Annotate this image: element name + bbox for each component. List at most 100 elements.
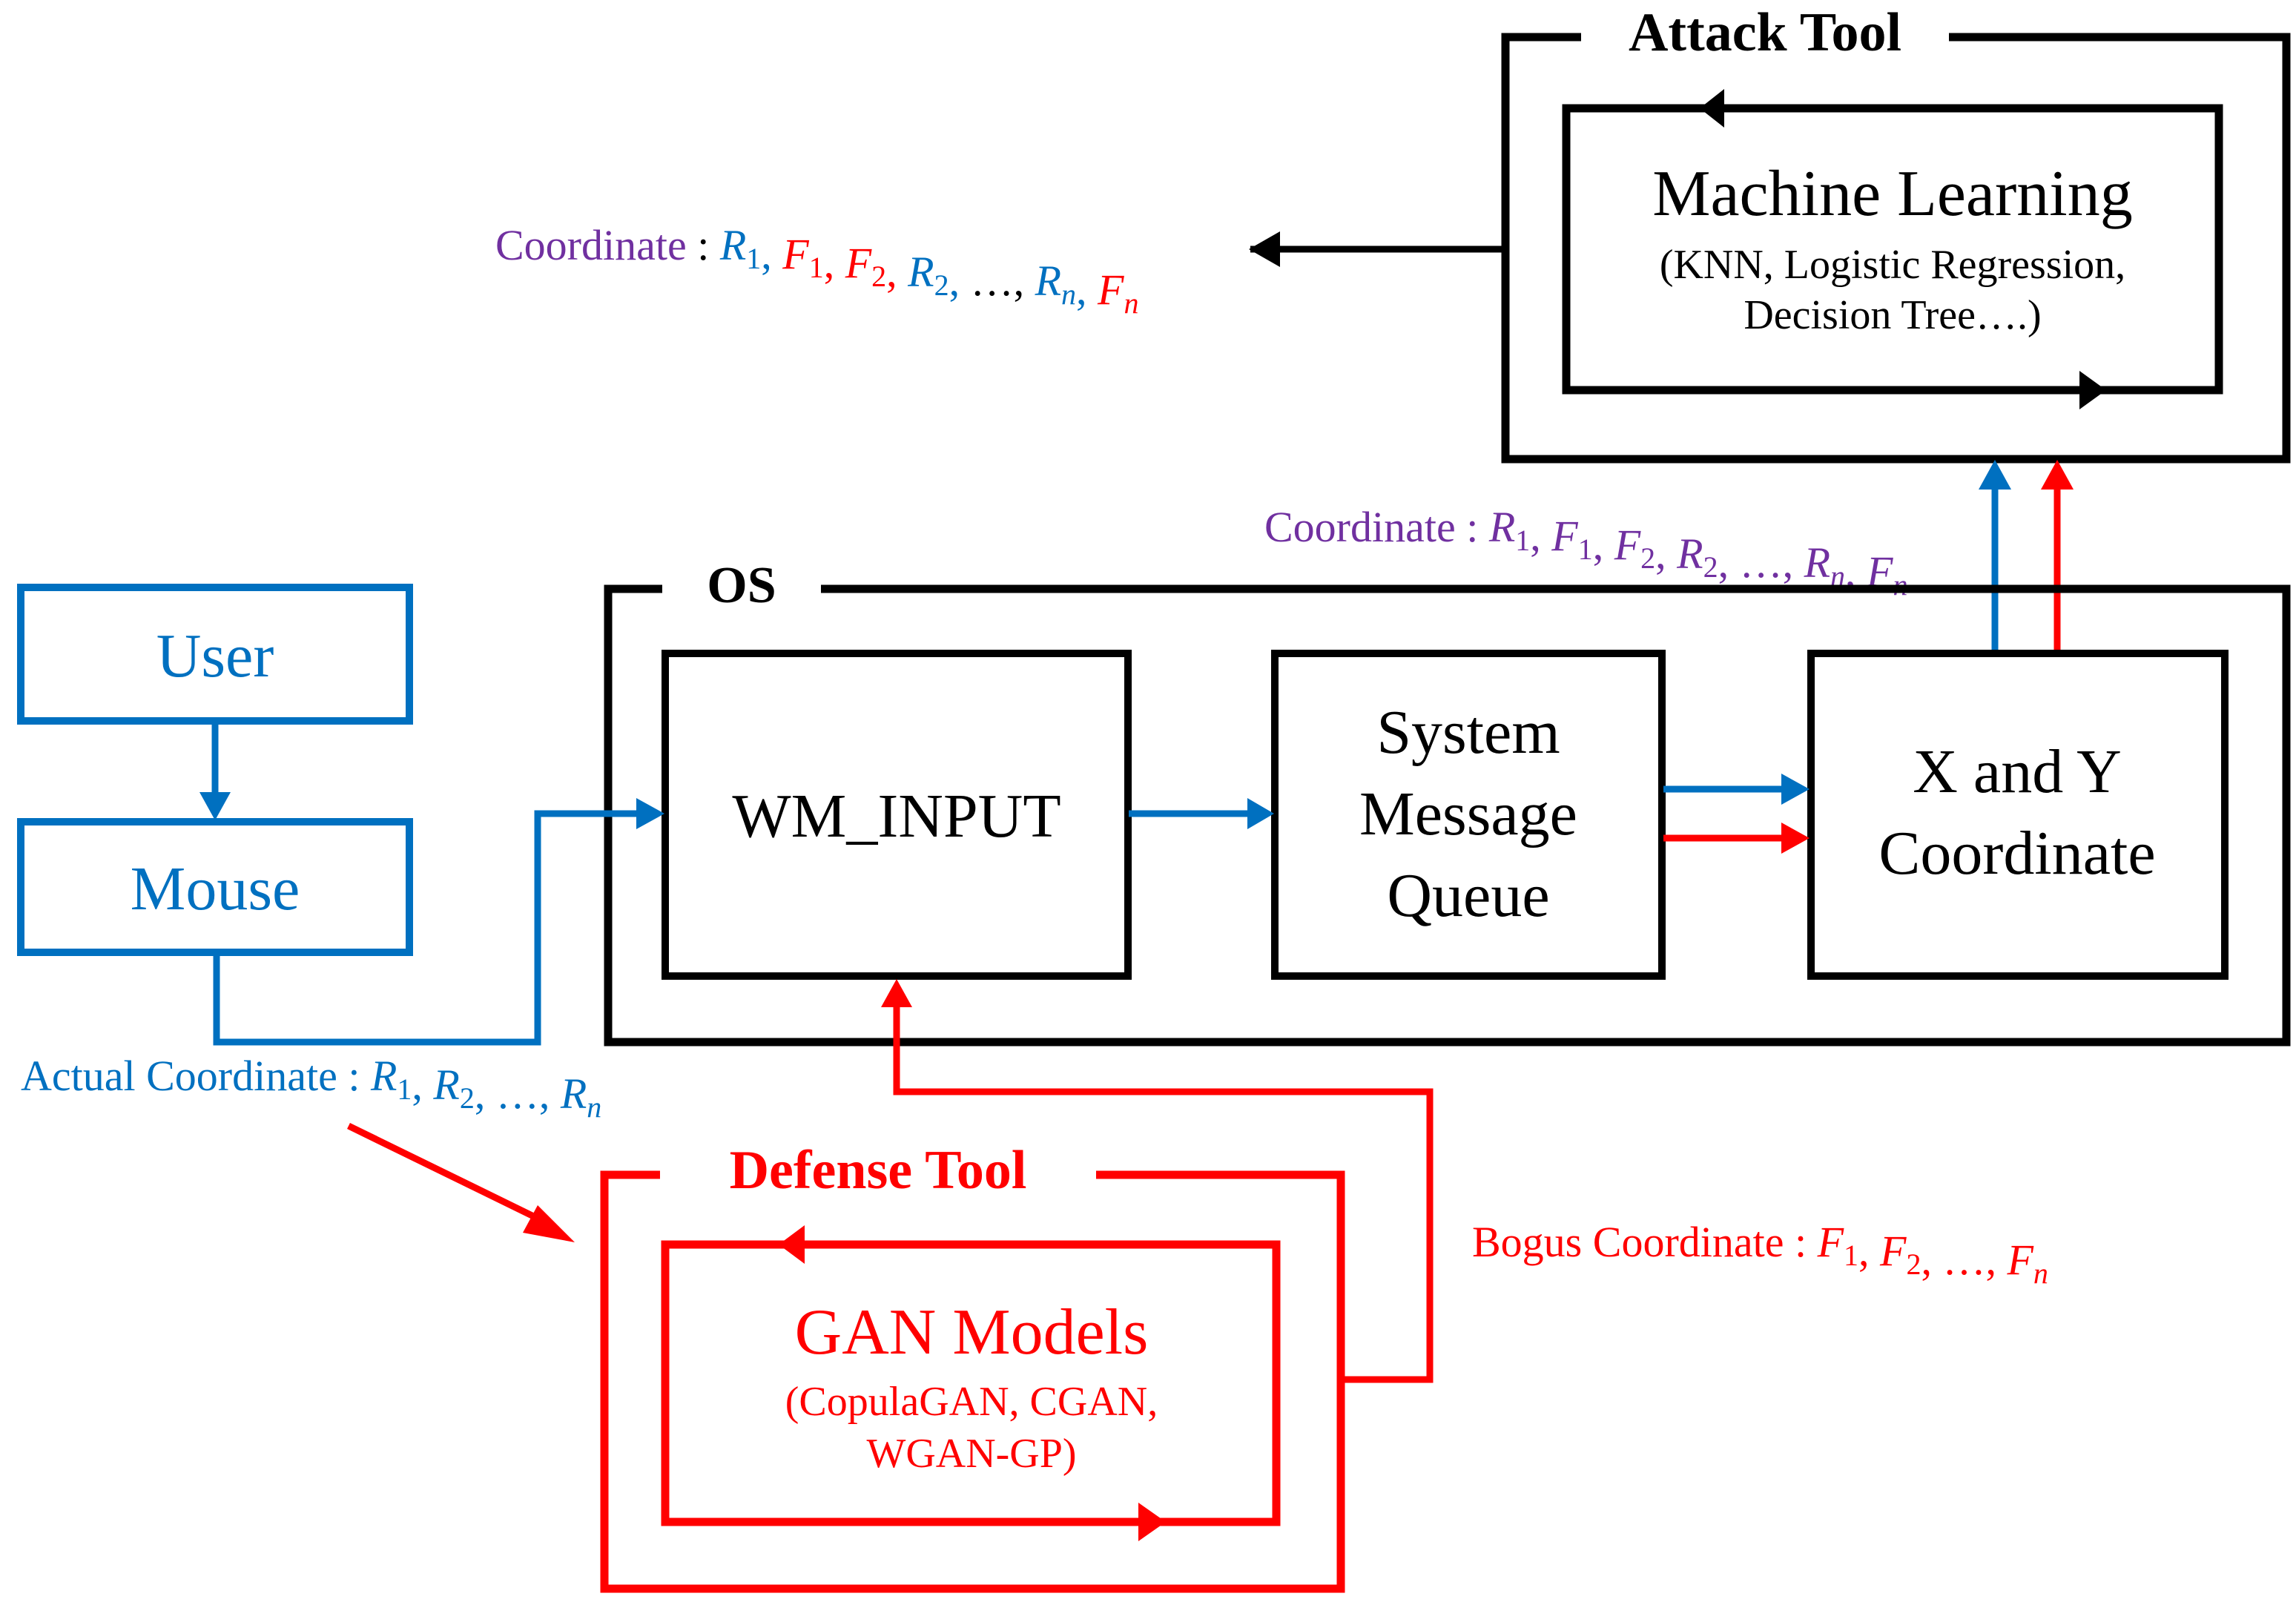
actual-coordinate-sep: : <box>337 1052 371 1100</box>
os-coordinate-sequence: R1, F1, F2, R2, …, Rn, Fn <box>1488 503 1908 602</box>
system-message-queue-line-1: System <box>1376 698 1560 767</box>
coordinate-separator: , <box>1076 266 1098 314</box>
os-coordinate-prefix: Coordinate <box>1264 503 1456 551</box>
loop-arrow-left-icon <box>1700 89 1724 128</box>
user-to-mouse-arrowhead-icon <box>199 792 231 820</box>
bogus-coordinate-prefix: Bogus Coordinate <box>1472 1218 1784 1266</box>
coordinate-symbol: R <box>432 1061 459 1109</box>
gan-loop-arrow-right-icon <box>1138 1503 1166 1541</box>
gan-models-examples-2: WGAN-GP) <box>866 1431 1076 1477</box>
os-group: OS WM_INPUT System Message Queue X and Y… <box>604 557 2291 1047</box>
coordinate-symbol: R <box>370 1052 397 1100</box>
actual-coordinate-label: Actual Coordinate : R1, R2, …, Rn <box>21 1052 601 1124</box>
actual-coordinate-sequence: R1, R2, …, Rn <box>370 1052 601 1124</box>
system-message-queue-box <box>1271 650 1666 980</box>
attack-tool-group: Attack Tool Machine Learning (KNN, Logis… <box>1501 2 2291 464</box>
coordinate-separator: , <box>1530 512 1551 560</box>
coordinate-symbol: F <box>1817 1218 1844 1266</box>
gan-models-examples-1: (CopulaGAN, CGAN, <box>785 1379 1158 1425</box>
coordinate-symbol: … <box>971 257 1014 305</box>
coordinate-symbol: F <box>845 239 872 287</box>
coordinate-symbol: R <box>907 248 934 296</box>
coordinate-subscript: n <box>1830 559 1845 593</box>
coordinate-symbol: … <box>1740 538 1783 587</box>
queue-to-xy-real-arrowhead-icon <box>1781 774 1810 805</box>
output-coordinate-prefix: Coordinate <box>495 221 687 269</box>
os-frame <box>604 584 2291 1047</box>
machine-learning-box <box>1562 104 2223 395</box>
fake-up-arrowhead-icon <box>2041 460 2074 490</box>
coordinate-separator: , <box>1858 1227 1880 1275</box>
coordinate-subscript: 1 <box>1515 524 1530 557</box>
coordinate-separator: , <box>1655 530 1677 578</box>
coordinate-separator: , <box>949 257 971 305</box>
coordinate-subscript: n <box>587 1090 601 1124</box>
coordinate-separator: , <box>1783 538 1804 587</box>
os-coordinate-label: Coordinate : R1, F1, F2, R2, …, Rn, Fn <box>1264 503 1907 602</box>
coordinate-subscript: n <box>1061 277 1076 311</box>
coordinate-subscript: 1 <box>1578 533 1593 566</box>
coordinate-subscript: n <box>1124 286 1138 320</box>
user-label: User <box>156 622 274 691</box>
loop-arrow-right-icon <box>2079 371 2106 409</box>
coordinate-subscript: n <box>2033 1256 2048 1290</box>
coordinate-separator: , <box>761 230 782 278</box>
coordinate-subscript: 1 <box>746 242 761 275</box>
coordinate-subscript: 2 <box>1640 541 1655 575</box>
defense-tool-frame <box>600 1170 1345 1593</box>
output-coordinate-label: Coordinate : R1, F1, F2, R2, …, Rn, Fn <box>495 221 1138 320</box>
coordinate-symbol: F <box>782 230 809 278</box>
coordinate-subscript: 1 <box>809 251 824 284</box>
coordinate-symbol: F <box>1879 1227 1907 1275</box>
actual-coordinate-prefix: Actual Coordinate <box>21 1052 337 1100</box>
coordinate-separator: , <box>475 1070 496 1118</box>
output-coordinate-sep: : <box>687 221 720 269</box>
coordinate-subscript: 2 <box>1703 550 1718 584</box>
system-message-queue-line-3: Queue <box>1387 861 1549 930</box>
coordinate-symbol: R <box>1804 538 1830 587</box>
coordinate-separator: , <box>886 248 908 296</box>
os-coordinate-sep: : <box>1456 503 1489 551</box>
coordinate-symbol: R <box>560 1070 587 1118</box>
defense-to-wm-arrowhead-icon <box>881 979 912 1007</box>
xy-coordinate-box <box>1807 650 2229 980</box>
coordinate-symbol: … <box>1942 1236 1985 1284</box>
output-coordinate-sequence: R1, F1, F2, R2, …, Rn, Fn <box>719 221 1139 320</box>
machine-learning-examples-2: Decision Tree….) <box>1744 292 2041 338</box>
actual-to-defense-arrowhead-icon <box>523 1205 575 1242</box>
bogus-coordinate-sequence: F1, F2, …, Fn <box>1817 1218 2048 1290</box>
coordinate-symbol: … <box>496 1070 539 1118</box>
coordinate-symbol: F <box>1097 266 1124 314</box>
mouse-to-wm-input-path <box>213 810 641 1046</box>
coordinate-symbol: R <box>719 221 746 269</box>
coordinate-subscript: 2 <box>460 1081 475 1115</box>
xy-coordinate-line-1: X and Y <box>1913 737 2122 806</box>
coordinate-symbol: F <box>1614 521 1641 569</box>
real-up-arrowhead-icon <box>1979 460 2011 490</box>
defense-tool-group: Defense Tool GAN Models (CopulaGAN, CGAN… <box>600 1140 1345 1593</box>
defense-to-wm-input-path <box>893 1001 1434 1383</box>
system-message-queue-line-2: Message <box>1359 780 1577 848</box>
coordinate-separator: , <box>1985 1236 2007 1284</box>
output-arrowhead-icon <box>1249 231 1280 267</box>
coordinate-subscript: 2 <box>934 268 949 302</box>
coordinate-subscript: 1 <box>1844 1239 1858 1272</box>
gan-models-title: GAN Models <box>795 1296 1149 1368</box>
coordinate-symbol: F <box>2006 1236 2033 1284</box>
coordinate-separator: , <box>1593 521 1614 569</box>
coordinate-separator: , <box>1718 538 1740 587</box>
attack-tool-frame <box>1501 33 2291 464</box>
mouse-label: Mouse <box>131 854 300 923</box>
coordinate-symbol: R <box>1676 530 1703 578</box>
coordinate-separator: , <box>824 239 845 287</box>
wm-input-box <box>662 650 1132 980</box>
coordinate-symbol: F <box>1551 512 1578 560</box>
coordinate-subscript: 2 <box>1906 1248 1921 1281</box>
coordinate-separator: , <box>412 1061 433 1109</box>
bogus-coordinate-label: Bogus Coordinate : F1, F2, …, Fn <box>1472 1218 2048 1290</box>
machine-learning-title: Machine Learning <box>1652 158 2133 230</box>
coordinate-symbol: R <box>1488 503 1515 551</box>
coordinate-separator: , <box>1014 257 1035 305</box>
bogus-coordinate-sep: : <box>1784 1218 1817 1266</box>
